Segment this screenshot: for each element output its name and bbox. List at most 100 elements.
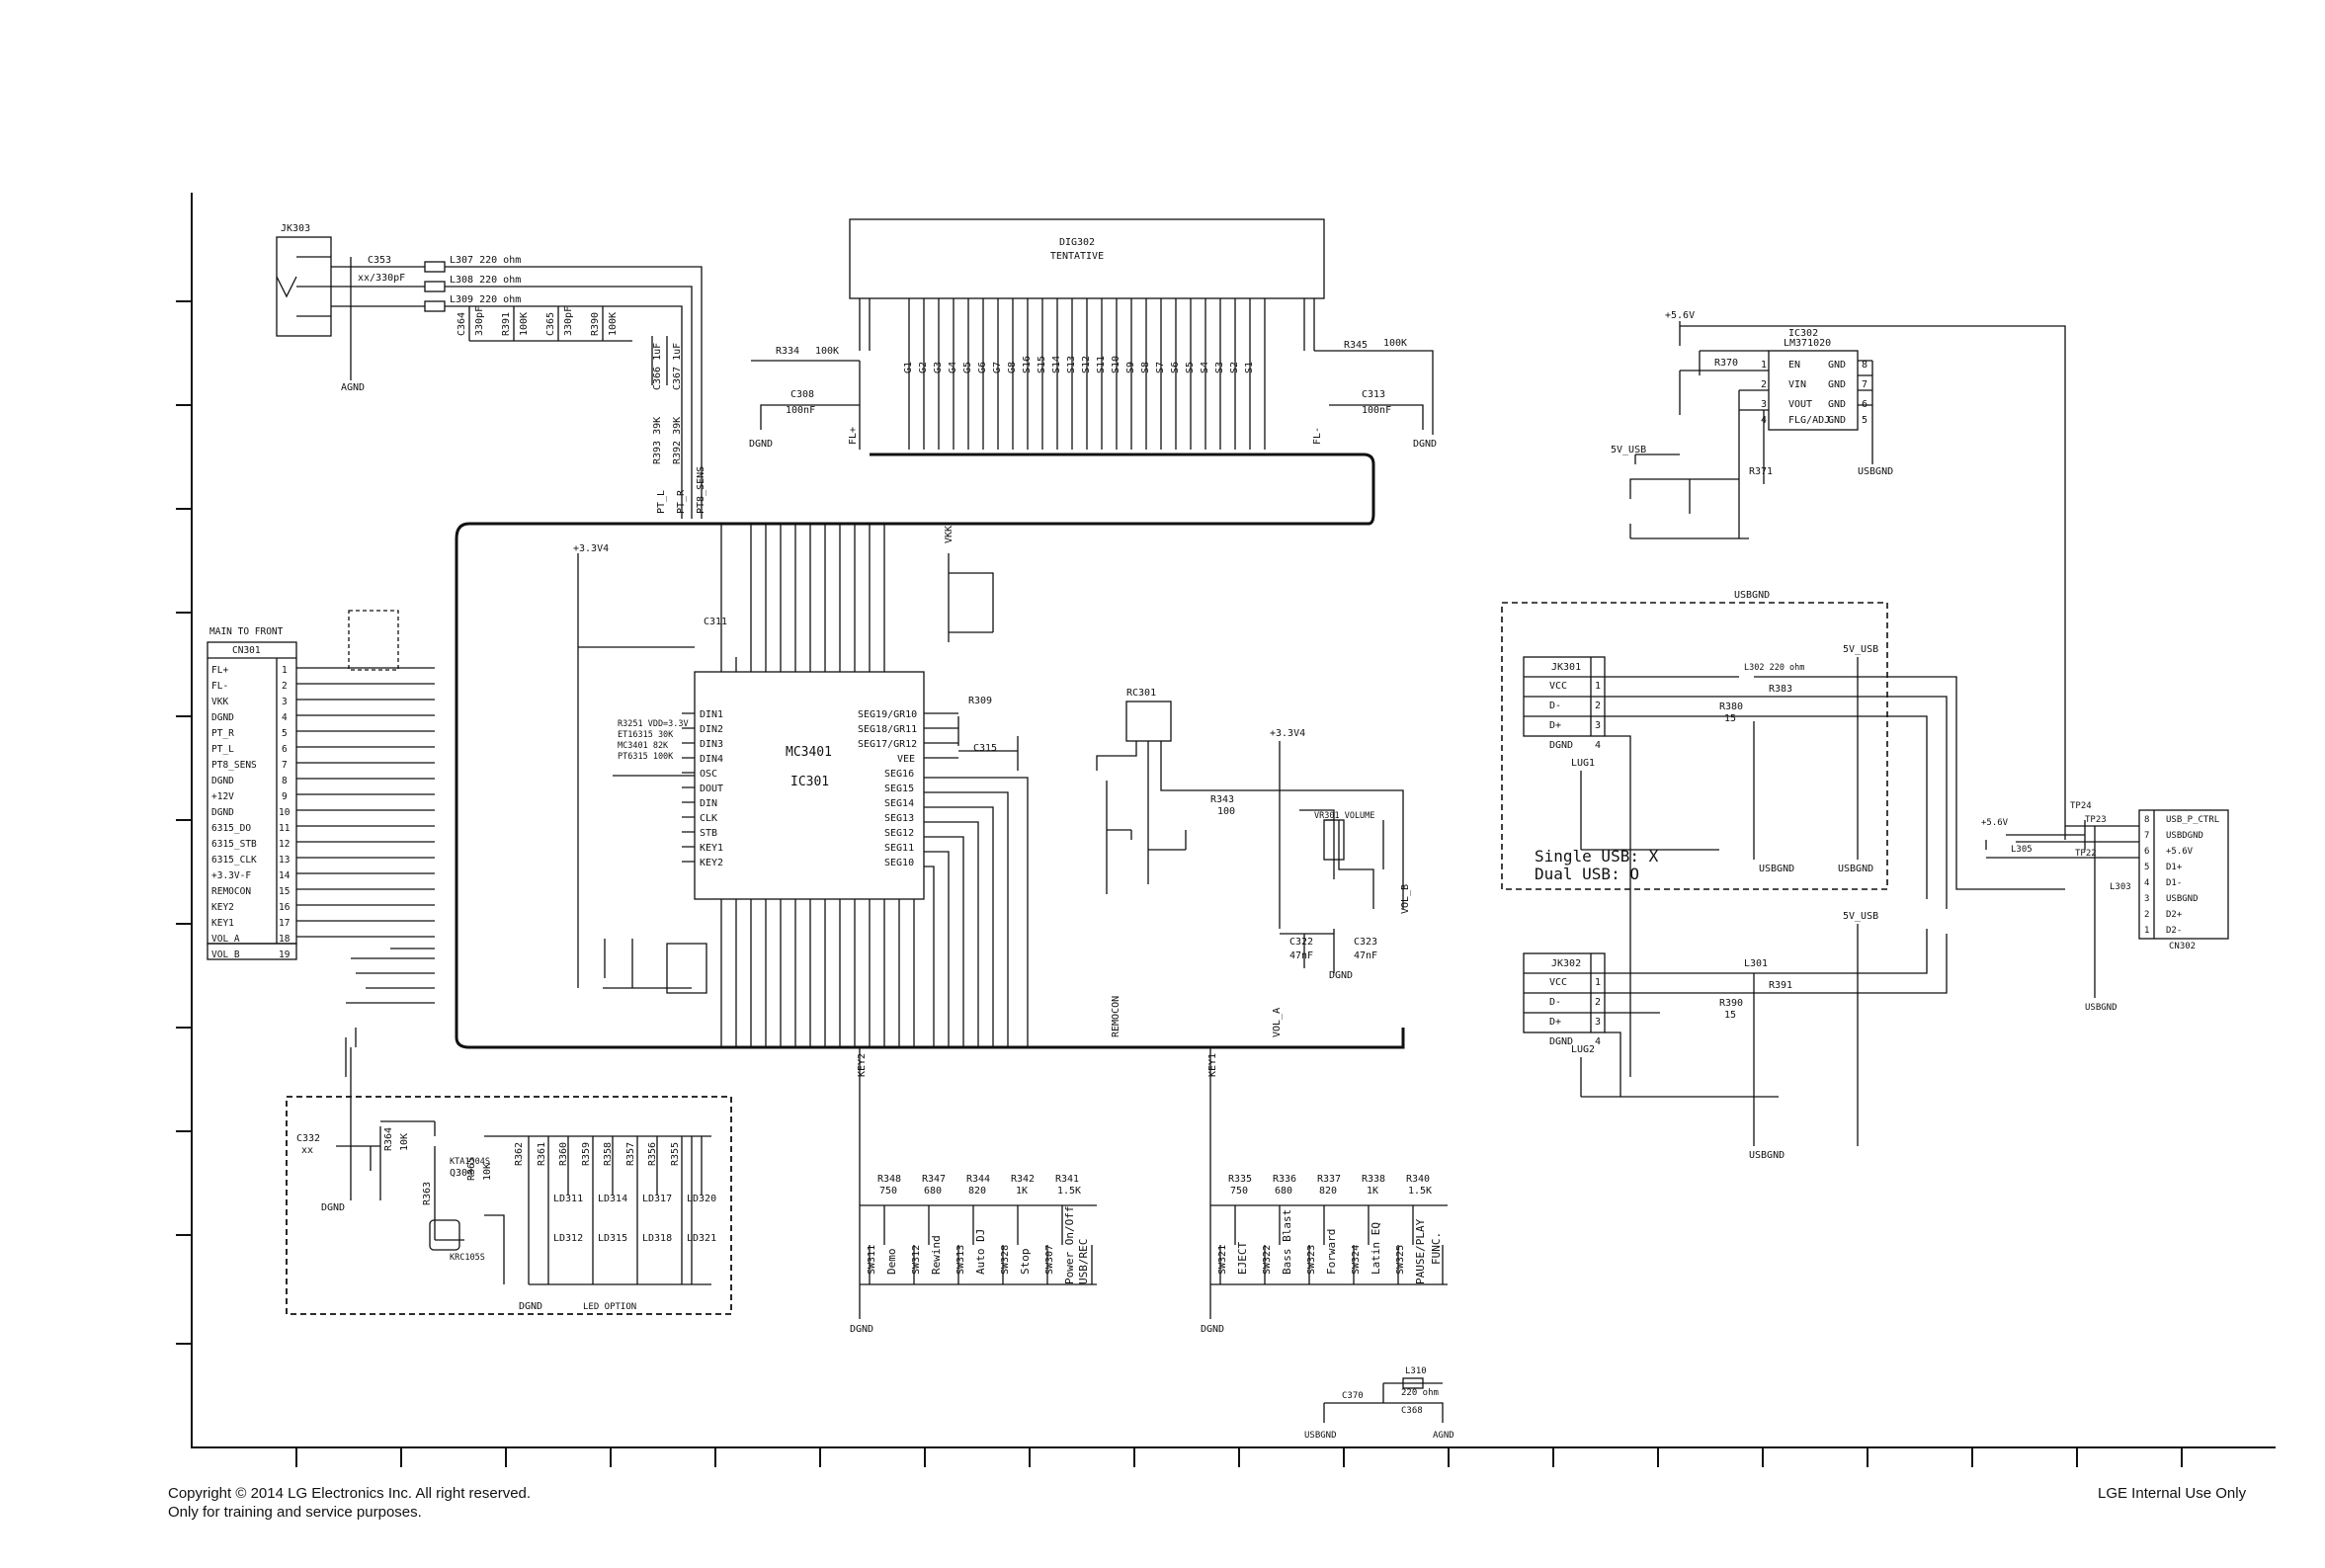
led-ld314: LD314 [598,1194,627,1204]
dig302-seg-12: S12 [1081,356,1092,373]
cn301-pin-num: 2 [282,681,288,692]
dgnd-keys-right: DGND [1201,1324,1224,1335]
sw313: SW313 [955,1245,966,1275]
c353-label: C353 [368,255,391,266]
cn301-pin-num: 16 [279,902,291,913]
dgnd-led-a: DGND [321,1202,345,1213]
cn301-pin-label: VOL_A [211,934,240,945]
sw322: SW322 [1262,1245,1273,1275]
dig302-seg-15: S15 [1037,356,1047,373]
misc-l310-block [1323,1377,1444,1423]
cn301-pin-num: 12 [279,839,290,850]
r343-label: R343 [1210,794,1234,805]
jk301-5vusb: 5V_USB [1843,644,1878,655]
l301-label: L301 [1744,958,1768,969]
c365-value: 330pF [563,306,574,336]
jk302-rval: 15 [1724,1010,1736,1021]
cn301-pin-num: 14 [279,870,291,881]
sw321: SW321 [1217,1245,1228,1275]
cn301-pin-num: 17 [279,918,290,929]
jk302-num-2: 2 [1595,997,1601,1008]
cn301-pin-label: REMOCON [211,886,251,897]
r364-value: 10K [399,1133,410,1151]
l308-label: L308 220 ohm [450,275,521,286]
cn301-pin-num: 5 [282,728,288,739]
ic302-pin-vin: VIN [1788,379,1806,390]
ic301-pin-dout: DOUT [700,784,723,794]
lug1-label: LUG1 [1571,758,1595,769]
ic301-pin-din1: DIN1 [700,709,723,720]
ic302-num-7: 7 [1862,379,1868,390]
cn301-pin-num: 11 [279,823,291,834]
dig302-seg-11: S11 [1096,356,1107,373]
internal-use-text: LGE Internal Use Only [2098,1485,2247,1502]
dig302-note: TENTATIVE [1050,251,1104,262]
r371-label: R371 [1749,466,1773,477]
r391-label: R391 [501,312,512,336]
cn302-num: 5 [2144,863,2149,872]
c368-label: C368 [1401,1406,1423,1416]
ic302-pin-en: EN [1788,360,1800,371]
r391u-label: R391 [1769,980,1792,991]
jk303-block [276,236,703,519]
agnd-label: AGND [341,382,365,393]
c313-label: C313 [1362,389,1385,400]
ic302-pin-vout: VOUT [1788,399,1812,410]
key-eject: EJECT [1236,1242,1249,1275]
dig302-grid-8: G8 [1007,362,1018,373]
c365-label: C365 [545,312,556,336]
usb-note-single: Single USB: X [1535,847,1659,866]
cn301-pin-label: DGND [211,807,234,818]
led-option-block [286,1047,732,1315]
copyright-text: Copyright © 2014 LG Electronics Inc. All… [168,1485,532,1502]
r345-value: 100K [1383,338,1407,349]
misc-usbgnd: USBGND [1304,1431,1337,1441]
dig302-grid-6: G6 [977,362,988,373]
led-r358: R358 [603,1142,614,1166]
led-title: LED OPTION [583,1302,636,1312]
cn301-ref: CN301 [232,645,261,656]
dig302-block [751,218,1434,450]
jk302-block [1523,924,1948,1146]
jk302-pin-dm: D- [1549,997,1561,1008]
l303-label: L303 [2110,882,2131,892]
cn301-pin-label: KEY2 [211,902,234,913]
ic301-pin-seg10: SEG10 [884,858,914,868]
cn301-pin-label: DGND [211,712,234,723]
cn301-pin-label: 6315_DO [211,823,251,834]
key-v1-5k-r: 1.5K [1408,1186,1432,1197]
ic301-pin-seg15: SEG15 [884,784,914,794]
ic302-num-1: 1 [1761,360,1767,371]
dig302-grid-5: G5 [962,362,973,373]
ic301-note-2: ET16315 30K [618,730,674,740]
c332-value: xx [301,1145,313,1156]
rc301-supply: +3.3V4 [1270,728,1305,739]
c353-value: xx/330pF [358,273,405,284]
r345-label: R345 [1344,340,1368,351]
ic301-pin-key1: KEY1 [700,843,723,854]
cn302-pin: D2+ [2166,910,2183,920]
jk302-pin-dp: D+ [1549,1017,1561,1028]
key-r335: R335 [1228,1174,1252,1185]
keys-right-block [1209,1047,1448,1319]
key-v750: 750 [879,1186,897,1197]
key-bass-blast: Bass Blast [1281,1209,1293,1275]
sw325: SW325 [1395,1245,1406,1275]
dig302-seg-1: S1 [1244,362,1255,373]
fl-plus-label: FL+ [848,427,859,445]
l305-label: L305 [2011,845,2033,855]
cn301-pin-label: DGND [211,776,234,786]
ic301-pin-stb: STB [700,828,717,839]
key-forward: Forward [1325,1229,1338,1275]
ic301-pin-din2: DIN2 [700,724,723,735]
ic302-num-3: 3 [1761,399,1767,410]
key2-net: KEY2 [857,1053,868,1077]
ic302-block [1629,321,2066,840]
c364-label: C364 [457,312,467,336]
r364-label: R364 [383,1127,394,1151]
vol-b-label: VOL_B [1400,884,1411,914]
c308-label: C308 [790,389,814,400]
cn301-pin-num: 18 [279,934,291,945]
cn301-pin-num: 8 [282,776,288,786]
